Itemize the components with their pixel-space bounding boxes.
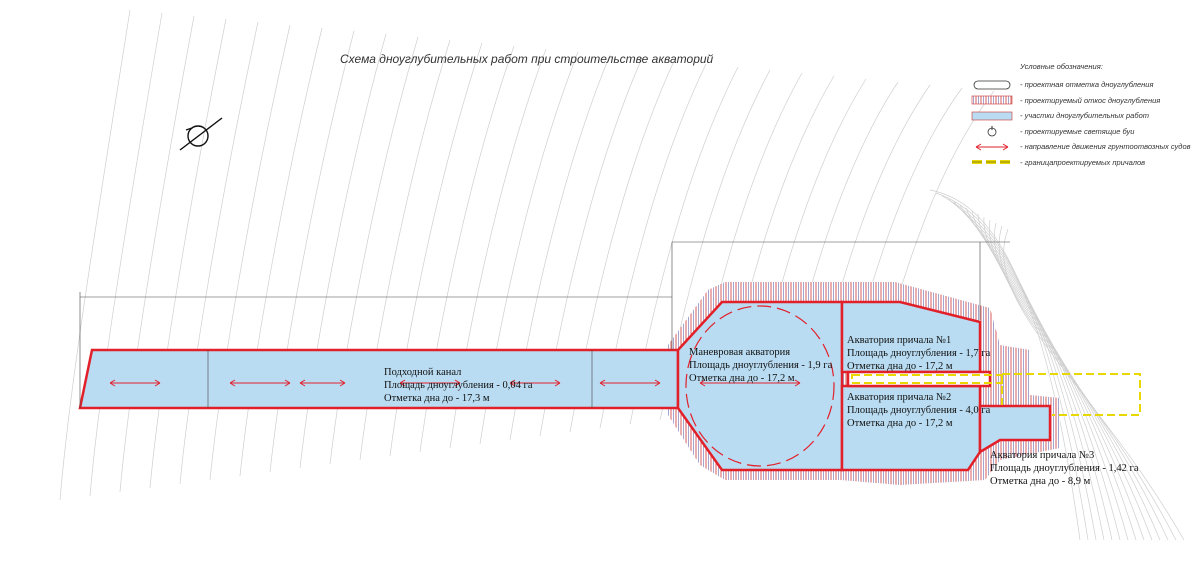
contour-line [239,27,323,477]
legend-text: - проектная отметка дноуглубления [1020,80,1154,90]
contour-line [941,195,1097,541]
contour-line [1003,228,1185,541]
direction-arrow [599,379,661,387]
buoy-icon [968,125,1016,137]
contour-line [953,201,1113,541]
contour-line [269,30,355,473]
berth-3-boundary [1002,373,1141,416]
legend-text: - проектируемый откос дноуглубления [1020,95,1161,105]
north-arrow-icon [179,117,223,151]
legend-item: - проектная отметка дноуглубления [968,77,1191,93]
dimension-lines [79,241,1010,408]
legend-text: - направление движения грунтоотвозных су… [1020,142,1191,152]
berth-1-label: Акватория причала №1 Площадь дноуглублен… [847,334,990,373]
maneuver-area-text: Площадь дноуглубления - 1,9 га [689,360,833,371]
contour-line [119,15,195,493]
contour-line [359,39,451,461]
contour-line [179,21,259,485]
legend-item: - направление движения грунтоотвозных су… [968,139,1191,155]
legend-text: - проектируемые светящие буи [1020,126,1135,136]
dredge-area-icon [968,110,1016,122]
berth-1-2-boundary [851,374,1003,384]
berth-1-area [840,300,982,374]
maneuver-area [676,300,844,472]
red-arrow-icon [968,141,1016,153]
berth-2-name: Акватория причала №2 [847,392,952,403]
legend: Условные обозначения: - проектная отметк… [968,62,1191,170]
contour-line [988,219,1161,541]
direction-arrow [399,379,461,387]
contour-line [449,48,547,449]
legend-item: - участки дноуглубительных работ [968,108,1191,124]
channel-label: Подходной канал Площадь дноуглубления - … [384,366,533,405]
contour-line [509,54,611,441]
berth-3-area [978,404,1052,455]
turning-circle [685,305,835,467]
contour-line [994,222,1169,541]
diagram-title: Схема дноуглубительных работ при строите… [340,52,714,66]
channel-depth: Отметка дна до - 17,3 м [384,393,490,404]
berth-3-name: Акватория причала №3 [990,450,1095,461]
contour-lines [59,9,1185,541]
berth-2-area-text: Площадь дноуглубления - 4,0 га [847,405,991,416]
berth-2-label: Акватория причала №2 Площадь дноуглублен… [847,391,990,430]
depth-mark-icon [968,79,1016,91]
legend-item: - проектируемые светящие буи [968,124,1191,140]
berth-1-area-text: Площадь дноуглубления - 1,7 га [847,348,991,359]
contour-line [419,45,515,453]
contour-line [977,213,1145,541]
berth-2-depth: Отметка дна до - 17,2 м [847,418,953,429]
contour-line [965,207,1129,541]
berth-3-label: Акватория причала №3 Площадь дноуглублен… [990,449,1139,488]
legend-heading: Условные обозначения: [1020,62,1103,71]
maneuver-label: Маневровая акватория Площадь дноуглублен… [689,346,832,385]
direction-arrow [699,379,801,387]
direction-arrow [109,379,161,387]
contour-line [329,36,419,465]
direction-arrow [509,379,561,387]
channel-name: Подходной канал [384,367,462,378]
contour-line [479,51,579,445]
maneuver-depth: Отметка дна до - 17,2 м [689,373,795,384]
contour-line [299,33,387,469]
direction-arrow [299,379,346,387]
berth-3-area-text: Площадь дноуглубления - 1,42 га [990,463,1139,474]
contour-line [971,210,1137,541]
direction-arrow [229,379,291,387]
contour-line [929,189,1081,541]
berth-1-name: Акватория причала №1 [847,335,952,346]
contour-line [998,225,1177,541]
berth-3-depth: Отметка дна до - 8,9 м [990,476,1091,487]
legend-text: - границапроектируемых причалов [1020,157,1146,167]
channel-area: Площадь дноуглубления - 0,04 га [384,380,533,391]
contour-line [209,24,291,481]
legend-item: - границапроектируемых причалов [968,155,1191,171]
contour-line [59,9,131,501]
yellow-dash-icon [968,156,1016,168]
slope-hatch-icon [968,94,1016,106]
approach-channel [78,348,680,410]
vessel-direction-arrows [109,379,801,387]
maneuver-name: Маневровая акватория [689,347,791,358]
berth-1-depth: Отметка дна до - 17,2 м [847,361,953,372]
legend-text: - участки дноуглубительных работ [1020,111,1149,121]
contour-line [389,42,483,457]
contour-line [149,18,227,489]
contour-line [89,12,163,497]
contour-line [959,204,1121,541]
contour-line [935,192,1089,541]
legend-item: - проектируемый откос дноуглубления [968,93,1191,109]
contour-line [983,216,1153,541]
